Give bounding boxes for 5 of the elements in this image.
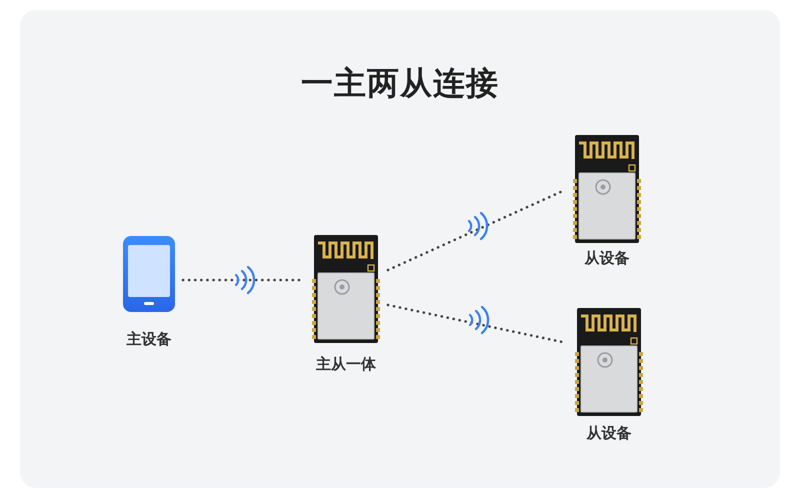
- node-label: 从设备: [586, 424, 632, 443]
- node-label: 主设备: [126, 330, 172, 349]
- node-label: 从设备: [584, 249, 630, 268]
- diagram-title: 一主两从连接: [300, 63, 500, 104]
- node-label: 主从一体: [316, 355, 376, 374]
